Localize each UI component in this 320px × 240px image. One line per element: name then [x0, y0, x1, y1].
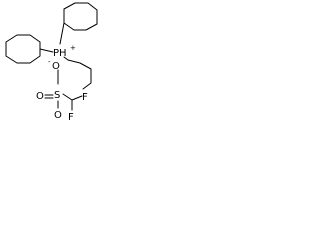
right-cyclohexyl-ring — [67, 59, 92, 90]
fluorine-upper-label: F — [82, 92, 88, 103]
left-cyclohexyl-ring — [5, 34, 41, 64]
oxygen-left-label: O — [36, 91, 44, 102]
bond-p-top-ring — [59, 22, 65, 45]
anion-oxygen-label: O — [52, 61, 60, 72]
anion-charge: - — [48, 58, 51, 66]
bond-c-f-upper — [71, 95, 83, 101]
top-cyclohexyl-ring — [63, 2, 98, 31]
bond-s-c — [62, 93, 73, 101]
fluorine-lower-label: F — [68, 112, 74, 123]
bond-p-left-ring — [39, 48, 54, 53]
sulfur-label: S — [54, 90, 60, 101]
structural-formula: PH + - O S O O F F — [5, 2, 98, 123]
phosphorus-label: PH — [53, 48, 67, 59]
cation-charge: + — [70, 44, 76, 52]
oxygen-bottom-label: O — [54, 110, 62, 121]
bond-p-right-ring — [63, 56, 69, 61]
